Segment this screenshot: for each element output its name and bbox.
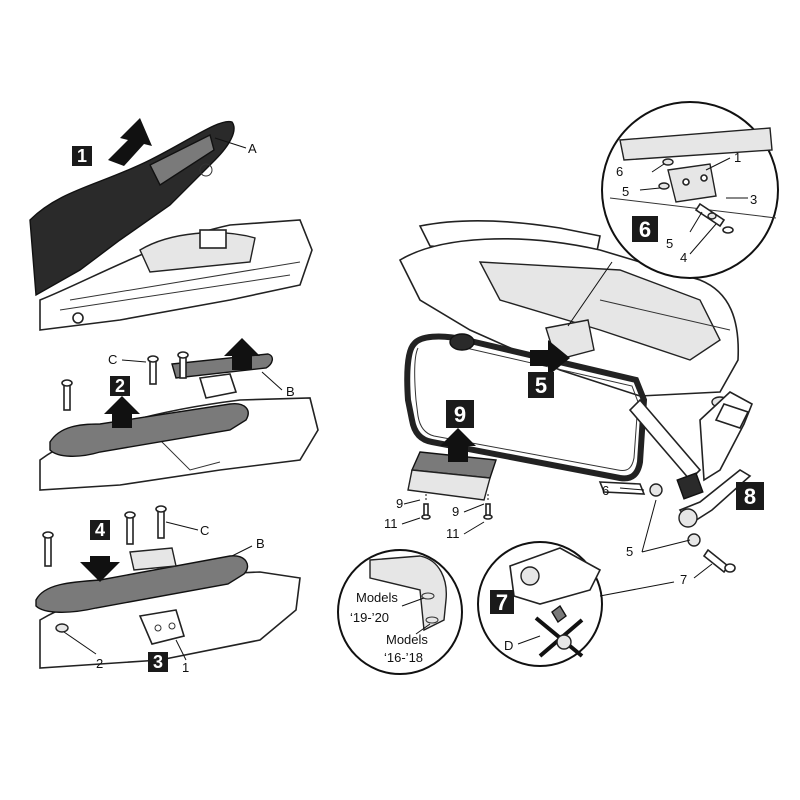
part-d-shape: [556, 634, 572, 650]
part-label-1-lower: 1: [182, 660, 189, 675]
step-badge-6: [632, 216, 658, 242]
inset-washer-5: [658, 182, 670, 190]
reflector-plate-face: [407, 469, 491, 501]
footpeg-pivot: [678, 508, 698, 528]
models-years-a: ‘19-’20: [350, 610, 389, 625]
bolt-head: [72, 312, 84, 324]
step-badge-7-text: 7: [496, 590, 508, 615]
hanger-slot: [676, 472, 704, 500]
models-years-b: ‘16-’18: [384, 650, 423, 665]
panel-main-side-frame: 5 6: [398, 220, 740, 498]
lift-arrow-2a: [104, 396, 140, 428]
inset-label-6: 6: [616, 164, 623, 179]
inset-models: Models ‘19-’20 Models ‘16-’18: [337, 549, 463, 675]
inset-step-7: 7 D: [477, 541, 675, 667]
part-label-b-4: B: [256, 536, 265, 551]
inset-label-3: 3: [750, 192, 757, 207]
step-badge-8: [736, 482, 764, 510]
leader-5-footpeg: [641, 499, 691, 553]
step-badge-2-text: 2: [115, 376, 125, 396]
inset-rack: [619, 127, 773, 161]
lift-arrow-1: [108, 118, 152, 166]
models-label-b: Models: [386, 632, 428, 647]
part-label-a: A: [248, 141, 257, 156]
panel-step-3-4: 4 3 C B 2 1: [35, 505, 301, 675]
body-crease: [599, 299, 731, 331]
step-badge-4-text: 4: [95, 520, 105, 540]
rear-rail: [69, 261, 301, 301]
side-panel: [478, 261, 721, 361]
part-label-5-footpeg: 5: [626, 544, 633, 559]
step-badge-4: [90, 520, 110, 540]
nut-2: [55, 623, 69, 633]
latch: [199, 229, 227, 249]
seat-bracket: [149, 133, 215, 187]
step-badge-3-text: 3: [153, 652, 163, 672]
screw-group-9: [421, 494, 493, 520]
part-label-2: 2: [96, 656, 103, 671]
part-label-6-frame: 6: [602, 483, 609, 498]
rear-rail-lower: [59, 274, 291, 311]
step-badge-9: [446, 400, 474, 428]
step-badge-5: [528, 372, 554, 398]
hanger-cutout: [714, 403, 750, 429]
models-label-a: Models: [356, 590, 398, 605]
step-badge-7: [490, 590, 514, 614]
bolt-7: [702, 548, 730, 574]
inset-label-5-right: 5: [666, 236, 673, 251]
part-label-9-left: 9: [396, 496, 403, 511]
step-badge-3: [148, 652, 168, 672]
panel-step-8: 8 5 7: [626, 391, 764, 587]
grab-rail: [49, 403, 249, 457]
inset-rail: [609, 197, 777, 219]
part-label-9-right: 9: [452, 504, 459, 519]
spacer-5a: [649, 483, 663, 497]
install-arrow-9: [440, 428, 476, 462]
inset-plate: [667, 163, 717, 203]
step-badge-8-text: 8: [744, 484, 756, 509]
bolt-group-2: [61, 351, 189, 411]
step-badge-6-text: 6: [639, 217, 651, 242]
panel-step-9: 9 9 11 9 11: [384, 400, 497, 541]
side-bracket-3: [138, 609, 186, 645]
frame-clamp: [449, 333, 475, 351]
step-badge-1-text: 1: [77, 146, 87, 166]
models-bracket: [369, 555, 447, 632]
bracket-2: [198, 373, 238, 399]
install-arrow-5: [530, 340, 570, 376]
bolt-7-head: [724, 563, 736, 573]
adapter-block: [129, 547, 177, 571]
step-badge-2: [110, 376, 130, 396]
bolt-group-4: [42, 505, 167, 567]
grab-rail-3: [35, 555, 249, 613]
inset-nut-4: [722, 226, 734, 234]
rear-fender: [159, 439, 221, 471]
part-label-d: D: [504, 638, 513, 653]
rubber-damper: [551, 604, 567, 624]
step-badge-5-text: 5: [535, 373, 547, 398]
inset-label-4: 4: [680, 250, 687, 265]
seat-hook: [199, 163, 213, 177]
panel-step-1: 1 A: [29, 118, 313, 331]
inset-label-1: 1: [734, 150, 741, 165]
inset-label-5-left: 5: [622, 184, 629, 199]
install-arrow-4: [80, 556, 120, 582]
part-label-11-left: 11: [384, 516, 398, 531]
part-label-b-2: B: [286, 384, 295, 399]
part-label-c-4: C: [200, 523, 209, 538]
inset-step-6: 6 1 6 5 3 5 4: [601, 101, 779, 279]
part-label-c-2: C: [108, 352, 117, 367]
side-frame-inner: [414, 347, 639, 471]
lift-arrow-2b: [224, 338, 260, 370]
part-label-11-right: 11: [446, 526, 460, 541]
panel-step-2: 2 C B: [39, 338, 319, 491]
part-label-7: 7: [680, 572, 687, 587]
inset-nut-6: [662, 158, 674, 166]
step-badge-1: [72, 146, 92, 166]
step-badge-9-text: 9: [454, 402, 466, 427]
